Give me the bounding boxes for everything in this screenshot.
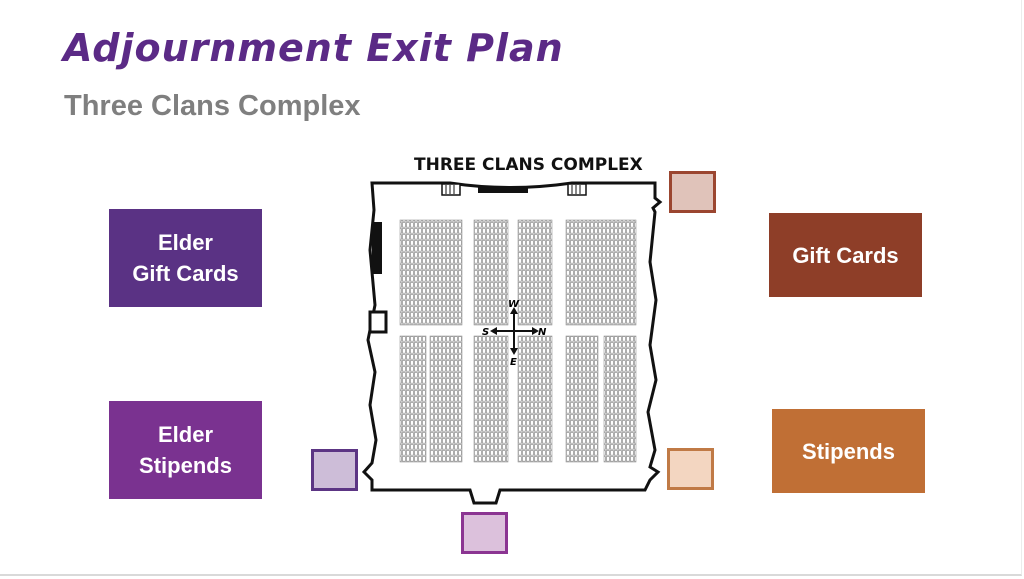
floor-plan: W S N E <box>361 181 663 505</box>
seating-block <box>565 335 599 463</box>
exit-marker-left-bottom <box>311 449 358 491</box>
gift-cards-card: Gift Cards <box>769 213 922 297</box>
stage-bar <box>478 187 528 193</box>
exit-marker-bottom-center <box>461 512 508 554</box>
elder-gift-cards-card: Elder Gift Cards <box>109 209 262 307</box>
compass-w: W <box>508 299 520 310</box>
exit-marker-top-right <box>669 171 716 213</box>
seating-block <box>517 219 553 326</box>
exit-marker-right-bottom <box>667 448 714 490</box>
seating-block <box>473 219 509 326</box>
page-subtitle: Three Clans Complex <box>64 90 361 122</box>
seating-block <box>429 335 463 463</box>
elder-stipends-card: Elder Stipends <box>109 401 262 499</box>
seating-block <box>517 335 553 463</box>
stipends-card: Stipends <box>772 409 925 493</box>
left-stairs <box>441 183 461 196</box>
seating-block <box>565 219 637 326</box>
seating-block <box>399 335 427 463</box>
compass-e: E <box>510 357 517 368</box>
side-door-box <box>368 310 388 334</box>
compass-s: S <box>482 327 489 338</box>
floor-plan-label: THREE CLANS COMPLEX <box>414 155 643 175</box>
left-wall-fixture <box>372 222 382 274</box>
seating-block <box>399 219 463 326</box>
seating-block <box>603 335 637 463</box>
compass-n: N <box>538 327 547 338</box>
compass <box>493 310 536 352</box>
page-title: Adjournment Exit Plan <box>63 26 564 70</box>
right-stairs <box>567 183 587 196</box>
seating-block <box>473 335 509 463</box>
